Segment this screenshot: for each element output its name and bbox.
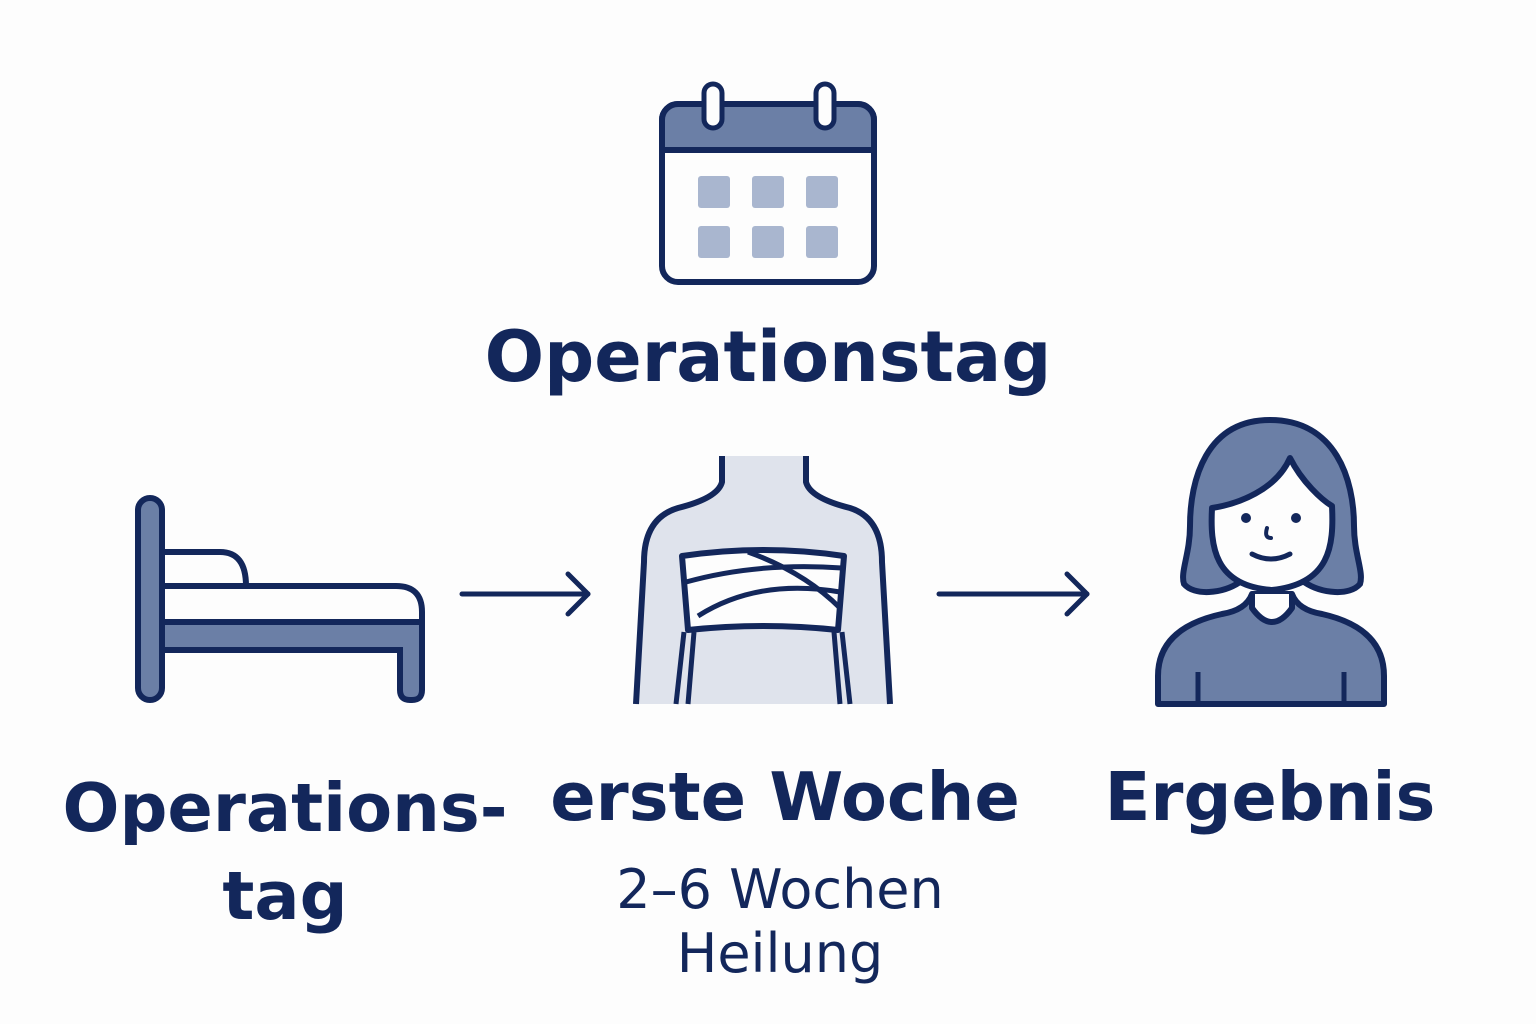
person-icon (1155, 417, 1387, 707)
step-label-erste-woche: erste Woche (550, 758, 1020, 836)
step-label-ergebnis: Ergebnis (1104, 758, 1436, 836)
step-label-operationstag: Operations- tag (60, 764, 510, 940)
step-label-line: tag (222, 857, 348, 935)
sublabel-line: 2–6 Wochen (616, 858, 944, 921)
step-sublabel-healing: 2–6 Wochen Heilung (560, 858, 1000, 986)
arrow-right-icon (936, 571, 1090, 617)
sublabel-line: Heilung (676, 922, 884, 985)
step-label-line: Operations- (62, 769, 508, 847)
diagram-title: Operationstag (484, 316, 1052, 398)
calendar-icon (659, 81, 877, 285)
bandaged-torso-icon (633, 456, 893, 705)
bed-icon (135, 495, 425, 703)
arrow-right-icon (459, 571, 591, 617)
